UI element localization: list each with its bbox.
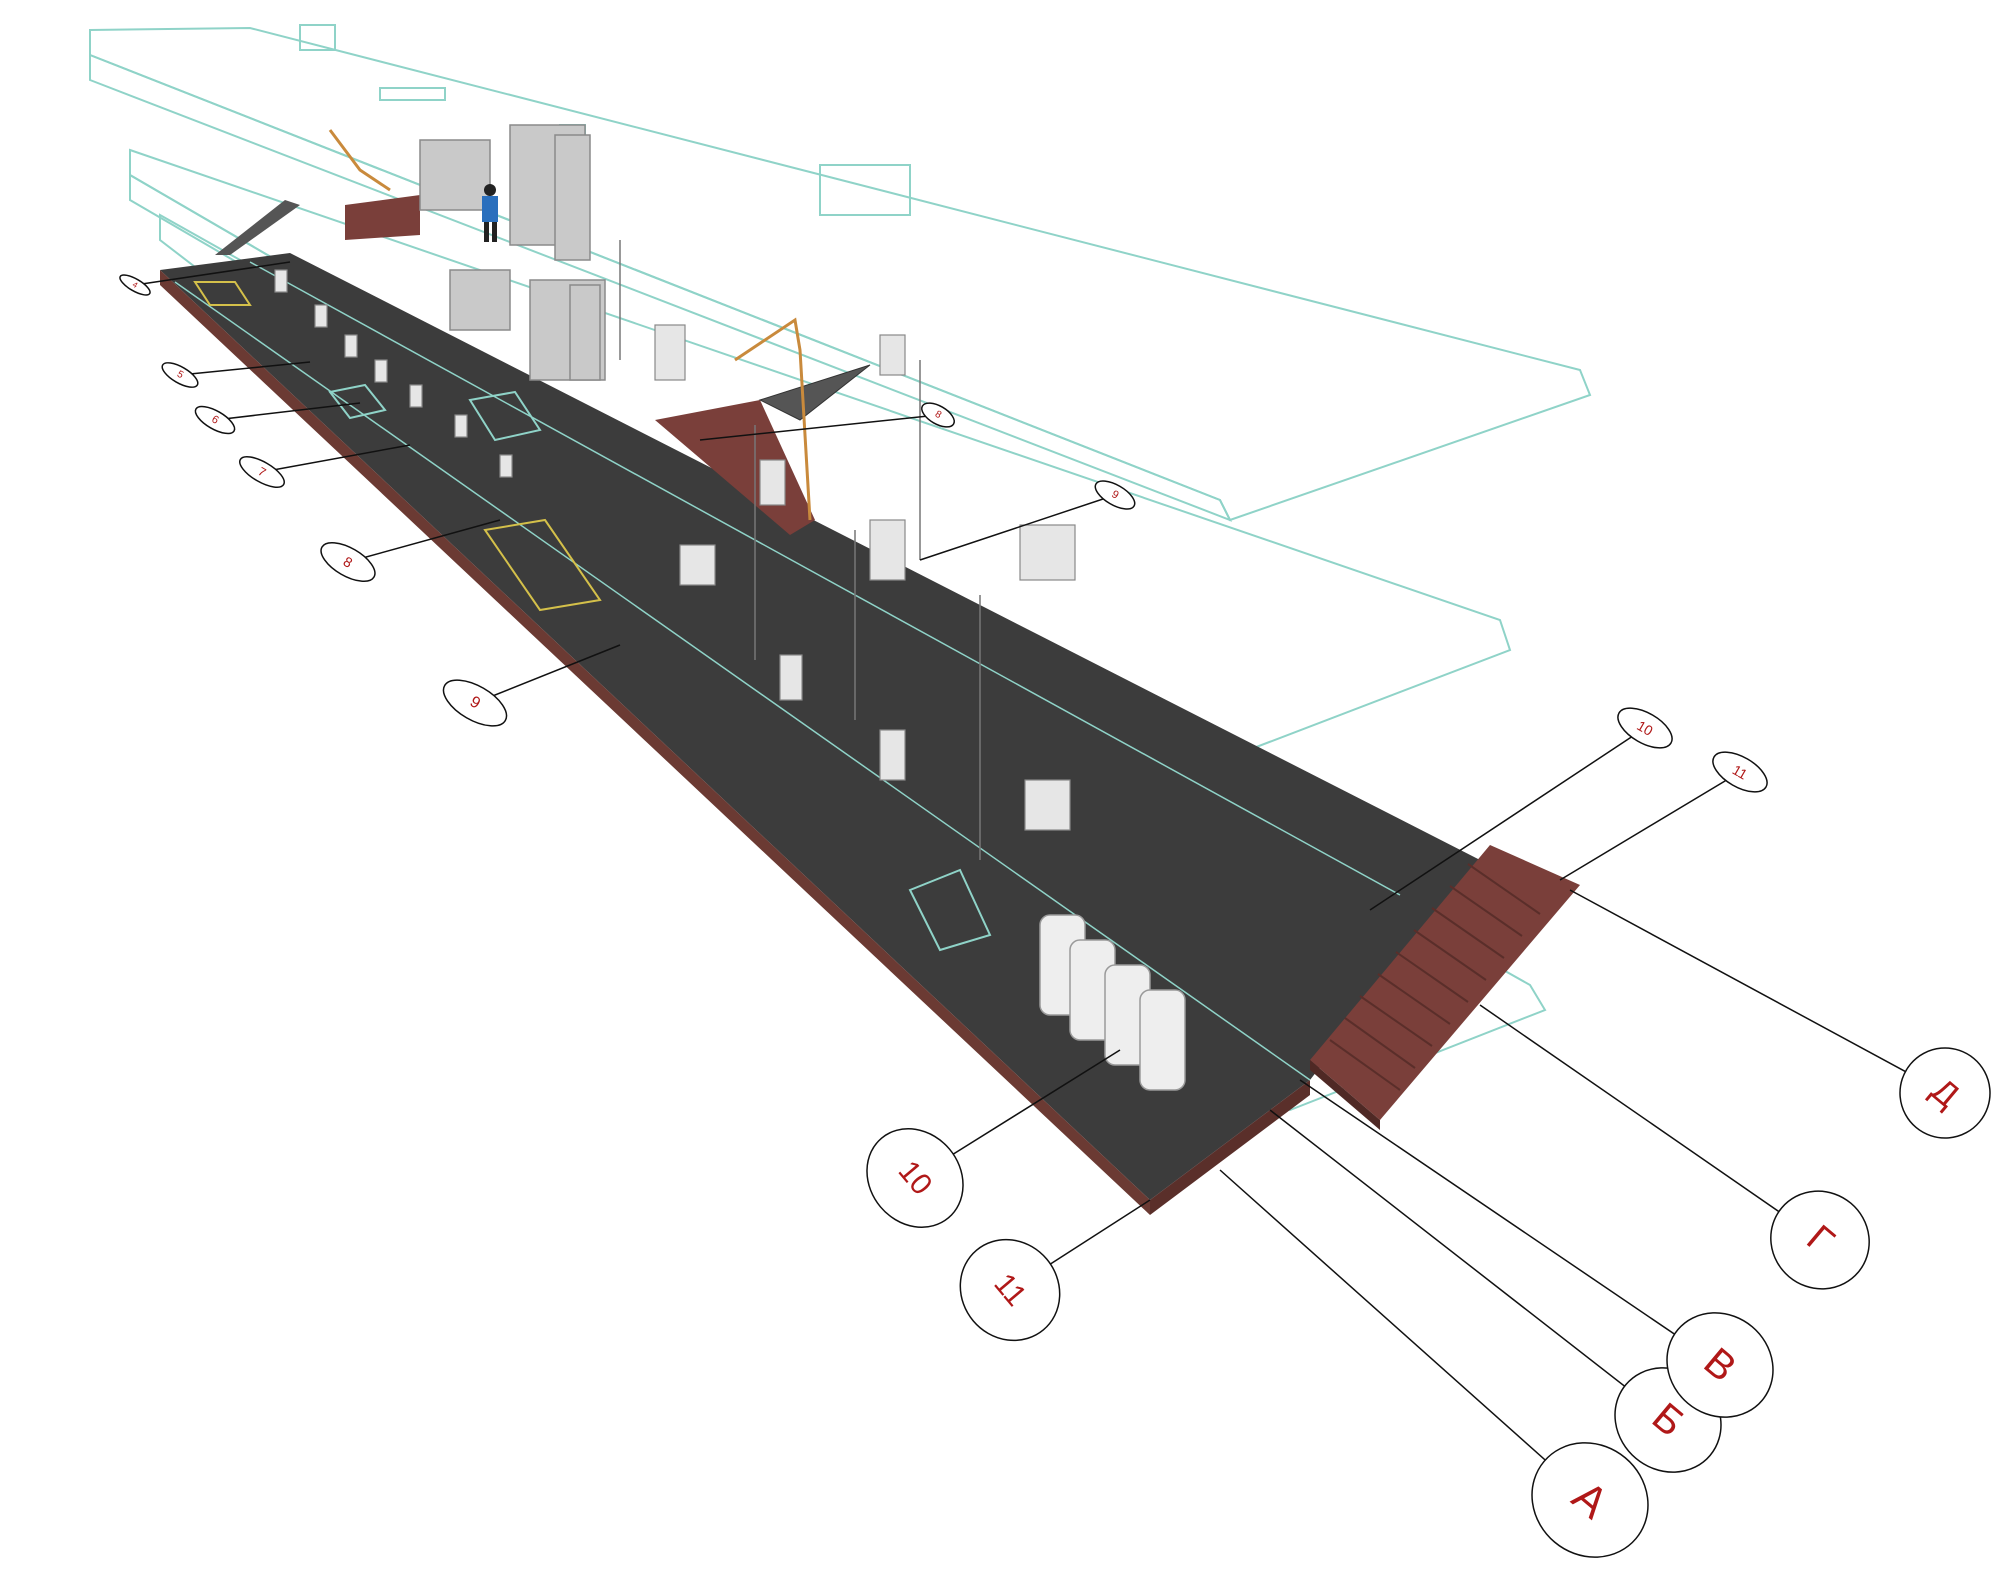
leader-line-11-upper xyxy=(1559,771,1741,881)
leader-line-4 xyxy=(134,261,291,286)
axis-bubble-10: 10 xyxy=(866,1128,964,1228)
axis-bubble-11: 11 xyxy=(959,1238,1061,1342)
axis-bubble-7: 7 xyxy=(239,456,285,488)
main-brick-stair xyxy=(1310,845,1580,1130)
leader-line-7 xyxy=(261,444,411,473)
axis-bubble-circle xyxy=(1899,1047,1991,1139)
axis-bubble-8-upper: 8 xyxy=(921,402,955,428)
axis-bubble-circle xyxy=(921,402,955,428)
axis-label-5: 5 xyxy=(175,369,186,382)
axis-bubble-4: 4 xyxy=(119,274,151,296)
axis-label-6: 6 xyxy=(209,413,220,426)
axis-label-11-upper: 11 xyxy=(1730,761,1751,782)
axis-bubble-10-upper: 10 xyxy=(1617,707,1673,749)
axis-bubble-11-upper: 11 xyxy=(1712,751,1768,793)
leader-line-10-upper xyxy=(1369,727,1646,911)
axis-bubble-circle xyxy=(1712,751,1768,793)
axis-bubble-circle xyxy=(194,405,236,435)
axis-label-10-upper: 10 xyxy=(1634,717,1656,739)
leader-line-9-upper xyxy=(919,494,1116,561)
leader-line-a xyxy=(1219,1169,1591,1501)
axis-bubble-circle xyxy=(320,541,376,583)
vertical-posts xyxy=(619,240,981,860)
axis-label-9-upper: 9 xyxy=(1109,488,1120,501)
axis-bubble-circle xyxy=(239,456,285,488)
leader-line-8-upper xyxy=(699,414,939,441)
leader-line-6 xyxy=(214,402,361,421)
person-figure xyxy=(482,184,498,242)
axis-bubble-circle xyxy=(1617,707,1673,749)
leader-line-5 xyxy=(179,361,311,376)
leader-line-g xyxy=(1479,1004,1821,1241)
ground-floor-slab xyxy=(160,253,1480,1215)
axis-label-4: 4 xyxy=(131,280,140,290)
axis-bubble-6: 6 xyxy=(194,405,236,435)
axis-bubble-d: Д xyxy=(1899,1047,1991,1139)
leader-line-v xyxy=(1299,1079,1721,1366)
axis-bubble-circle xyxy=(442,679,508,727)
radiators-and-units xyxy=(274,269,1076,831)
axis-bubble-9: 9 xyxy=(442,679,508,727)
axis-bubble-circle xyxy=(1094,480,1136,510)
leader-line-b xyxy=(1269,1109,1669,1421)
axis-bubble-circle xyxy=(119,274,151,296)
leader-line-d xyxy=(1569,889,1946,1094)
leader-line-8 xyxy=(347,519,501,563)
axis-bubble-circle xyxy=(1770,1190,1870,1290)
restroom-partitions xyxy=(419,124,606,381)
axis-bubble-8: 8 xyxy=(320,541,376,583)
axis-bubble-v: В xyxy=(1666,1312,1774,1418)
axis-bubble-a: А xyxy=(1531,1442,1649,1558)
axis-bubble-circle xyxy=(866,1128,964,1228)
axis-label-8-upper: 8 xyxy=(933,409,944,422)
water-tanks xyxy=(1039,914,1186,1091)
axis-bubble-g: Г xyxy=(1770,1190,1870,1290)
axis-leader-lines xyxy=(134,261,1946,1501)
axis-bubble-9-upper: 9 xyxy=(1094,480,1136,510)
leader-line-9 xyxy=(474,644,621,704)
axis-bubble-circle xyxy=(1531,1442,1649,1558)
axis-bubble-circle xyxy=(1666,1312,1774,1418)
axis-bubble-5: 5 xyxy=(161,362,199,388)
axis-bubble-circle xyxy=(959,1238,1061,1342)
axis-bubble-circle xyxy=(161,362,199,388)
